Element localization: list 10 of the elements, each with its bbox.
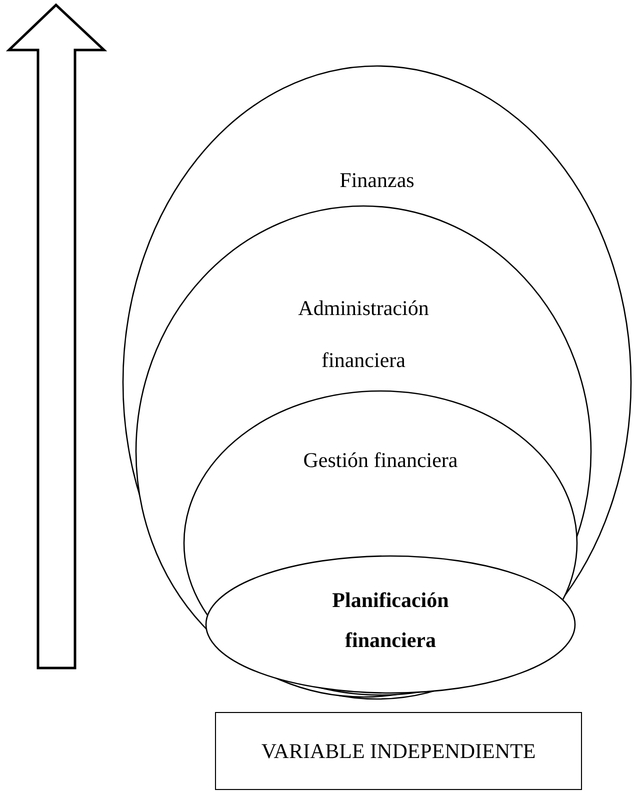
concept-ellipse [205, 555, 576, 694]
variable-box [215, 712, 582, 790]
node-label: VARIABLE INDEPENDIENTE [261, 738, 536, 765]
concept-ellipse [135, 205, 592, 698]
node-label: Planificación financiera [331, 587, 450, 654]
concept-ellipse [122, 65, 632, 700]
node-label: Gestión financiera [302, 447, 459, 474]
concept-ellipse [183, 390, 578, 696]
node-label: Finanzas [338, 167, 416, 194]
node-label: Administración financiera [297, 295, 430, 374]
